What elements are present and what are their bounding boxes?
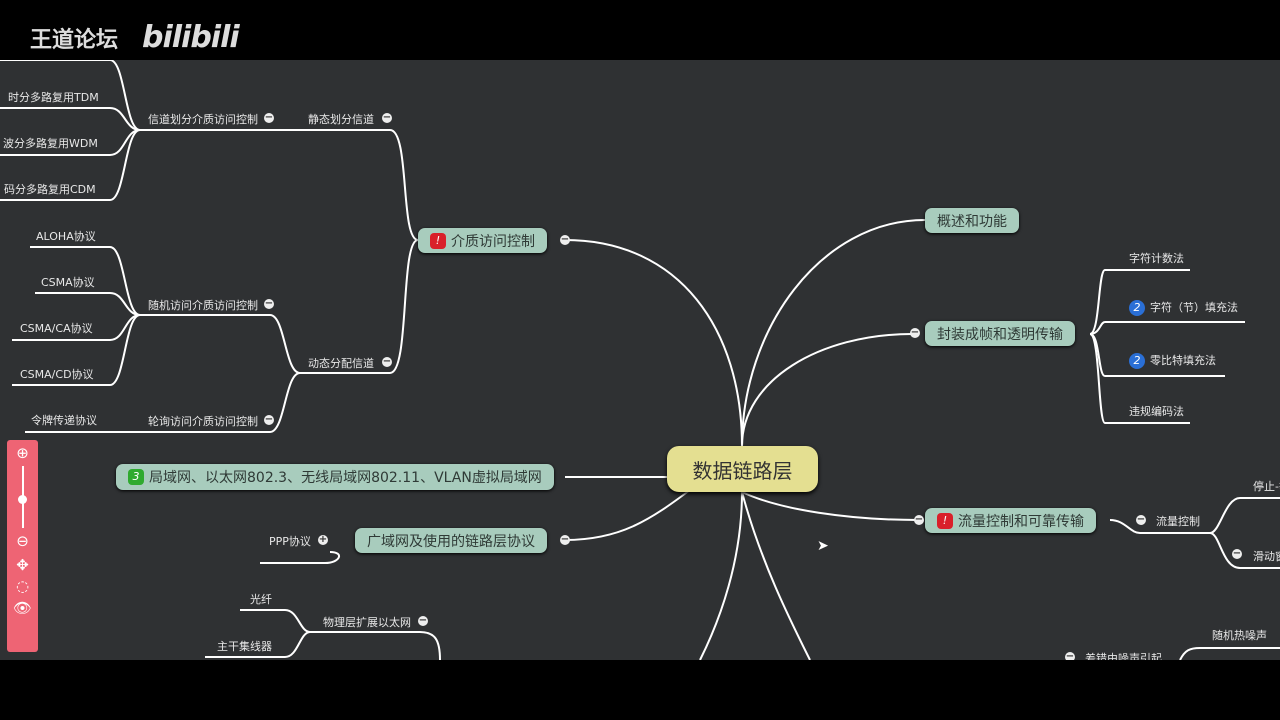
node-zero-fill[interactable]: 2 零比特填充法 xyxy=(1129,352,1216,369)
zoom-out-icon[interactable]: ⊖ xyxy=(16,532,29,550)
priority-icon: 3 xyxy=(128,469,144,485)
zoom-in-icon[interactable]: ⊕ xyxy=(16,444,29,462)
node-channel-division[interactable]: 信道划分介质访问控制 xyxy=(148,113,258,126)
topic-wan[interactable]: 广域网及使用的链路层协议 xyxy=(355,528,547,553)
node-noise-errors[interactable]: 差错由噪声引起 xyxy=(1085,652,1162,660)
collapse-toggle[interactable]: − xyxy=(560,234,570,245)
node-tdm[interactable]: 时分多路复用TDM xyxy=(8,91,99,104)
collapse-toggle[interactable]: − xyxy=(264,298,274,309)
topic-flow[interactable]: ! 流量控制和可靠传输 xyxy=(925,508,1096,533)
node-char-count[interactable]: 字符计数法 xyxy=(1129,252,1184,265)
mindmap-canvas[interactable]: 数据链路层 ! 介质访问控制 − 概述和功能 封装成帧和透明传输 − ! 流量控制和… xyxy=(0,60,1280,660)
topic-overview[interactable]: 概述和功能 xyxy=(925,208,1019,233)
mouse-cursor-icon: ➤ xyxy=(817,538,829,554)
topic-label: 局域网、以太网802.3、无线局域网802.11、VLAN虚拟局域网 xyxy=(149,470,542,486)
node-thermal-noise[interactable]: 随机热噪声 xyxy=(1212,629,1267,642)
watermark-logo: bilibili xyxy=(142,20,240,55)
node-wdm[interactable]: 波分多路复用WDM xyxy=(3,137,98,150)
watermark-site: 王道论坛 xyxy=(30,28,119,53)
collapse-toggle[interactable]: − xyxy=(1232,548,1242,559)
node-token[interactable]: 令牌传递协议 xyxy=(31,414,97,427)
collapse-toggle[interactable]: − xyxy=(382,112,392,123)
collapse-toggle[interactable]: − xyxy=(382,356,392,367)
connectors xyxy=(0,60,1280,660)
move-icon[interactable]: ✥ xyxy=(16,556,29,574)
collapse-toggle[interactable]: − xyxy=(1065,651,1075,660)
node-cdm[interactable]: 码分多路复用CDM xyxy=(4,183,96,196)
collapse-toggle[interactable]: − xyxy=(914,514,924,525)
node-ppp[interactable]: PPP协议 xyxy=(269,535,311,548)
zoom-toolbar: ⊕ ⊖ ✥ ◌ 👁 xyxy=(7,440,38,652)
root-node[interactable]: 数据链路层 xyxy=(667,446,818,492)
topic-mac[interactable]: ! 介质访问控制 xyxy=(418,228,547,253)
collapse-toggle[interactable]: − xyxy=(418,615,428,626)
node-label: 零比特填充法 xyxy=(1150,354,1216,367)
priority-icon: 2 xyxy=(1129,353,1145,369)
collapse-toggle[interactable]: − xyxy=(264,414,274,425)
topic-label: 流量控制和可靠传输 xyxy=(958,513,1084,530)
node-phys-ext[interactable]: 物理层扩展以太网 xyxy=(323,616,411,629)
node-violation[interactable]: 违规编码法 xyxy=(1129,405,1184,418)
collapse-toggle[interactable]: − xyxy=(560,534,570,545)
node-random[interactable]: 随机访问介质访问控制 xyxy=(148,299,258,312)
fit-icon[interactable]: ◌ xyxy=(15,577,30,595)
node-polling[interactable]: 轮询访问介质访问控制 xyxy=(148,415,258,428)
collapse-toggle[interactable]: − xyxy=(1136,514,1146,525)
expand-toggle[interactable]: + xyxy=(318,534,328,545)
node-label: 字符（节）填充法 xyxy=(1150,301,1238,314)
topic-framing[interactable]: 封装成帧和透明传输 xyxy=(925,321,1075,346)
priority-icon: ! xyxy=(430,232,446,249)
eye-icon[interactable]: 👁 xyxy=(13,599,33,617)
collapse-toggle[interactable]: − xyxy=(910,327,920,338)
node-fiber[interactable]: 光纤 xyxy=(250,593,272,606)
priority-icon: ! xyxy=(937,512,953,529)
node-csma[interactable]: CSMA协议 xyxy=(41,276,95,289)
priority-icon: 2 xyxy=(1129,300,1145,316)
zoom-slider-handle[interactable] xyxy=(18,495,27,504)
node-csma-cd[interactable]: CSMA/CD协议 xyxy=(20,368,94,381)
node-stop-wait[interactable]: 停止-等 xyxy=(1253,480,1280,493)
node-sliding-window[interactable]: 滑动窗 xyxy=(1253,550,1280,563)
node-static[interactable]: 静态划分信道 xyxy=(308,113,374,126)
topic-label: 介质访问控制 xyxy=(451,233,535,250)
node-flow-control[interactable]: 流量控制 xyxy=(1156,515,1200,528)
node-aloha[interactable]: ALOHA协议 xyxy=(36,230,96,243)
collapse-toggle[interactable]: − xyxy=(264,112,274,123)
node-csma-ca[interactable]: CSMA/CA协议 xyxy=(20,322,93,335)
topic-lan[interactable]: 3 局域网、以太网802.3、无线局域网802.11、VLAN虚拟局域网 xyxy=(116,464,554,490)
node-char-fill[interactable]: 2 字符（节）填充法 xyxy=(1129,299,1238,316)
node-dynamic[interactable]: 动态分配信道 xyxy=(308,357,374,370)
node-hub[interactable]: 主干集线器 xyxy=(217,640,272,653)
